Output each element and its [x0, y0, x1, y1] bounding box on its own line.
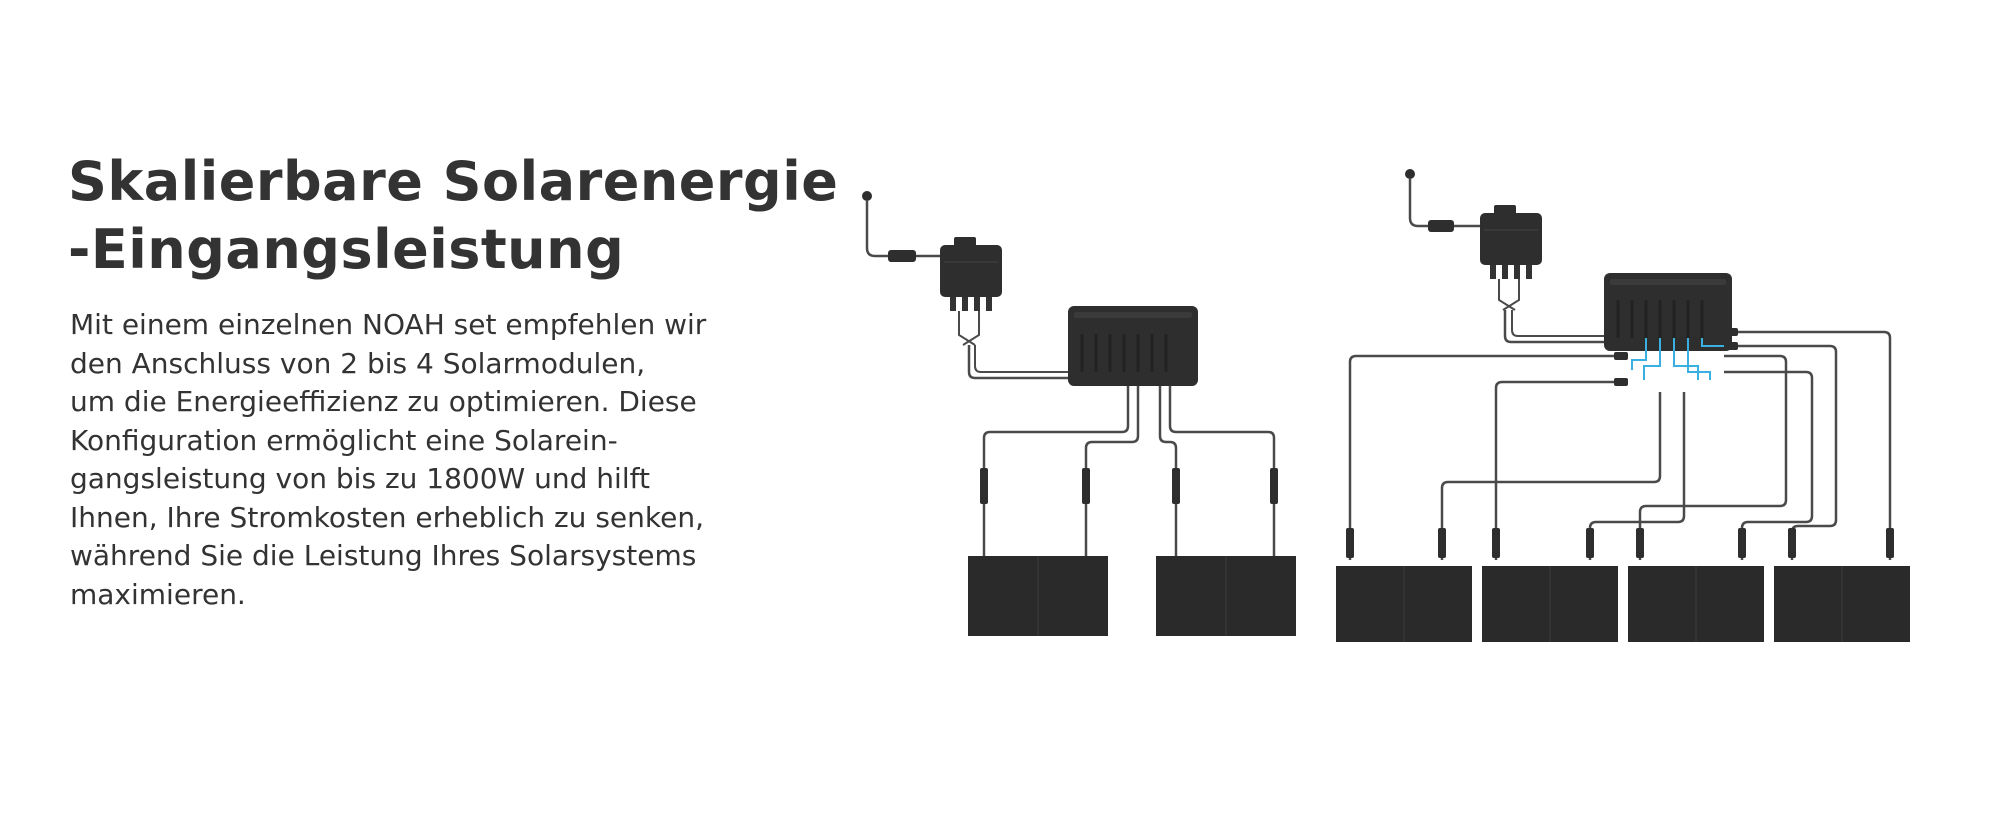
right-panel-connectors [1346, 328, 1894, 558]
body-line-2: den Anschluss von 2 bis 4 Solarmodulen, [70, 346, 646, 380]
left-setup [862, 191, 1296, 636]
headline-line-1: Skalierbare Solarenergie [68, 150, 839, 213]
body-line-5: gangsleistung von bis zu 1800W und hilft [70, 462, 650, 495]
body-line-7: während Sie die Leistung Ihres Solarsyst… [70, 539, 697, 572]
left-microinverter-icon [940, 237, 1068, 380]
right-solar-panel-4 [1774, 566, 1910, 642]
right-solar-panel-1 [1336, 566, 1472, 642]
body-line-3: um die Energieeffizienz zu optimieren. D… [70, 385, 697, 418]
right-microinverter-icon [1480, 205, 1604, 344]
right-solar-panel-2 [1482, 566, 1618, 642]
right-setup [1336, 169, 1910, 642]
right-battery-unit-icon [1604, 273, 1732, 351]
right-grid-plug-icon [1405, 169, 1480, 232]
headline: Skalierbare Solarenergie -Eingangsleistu… [68, 148, 848, 284]
text-block: Skalierbare Solarenergie -Eingangsleistu… [68, 148, 848, 614]
left-solar-panel-1 [968, 556, 1108, 636]
right-branch-cables-highlighted [1631, 338, 1724, 380]
left-grid-plug-icon [862, 191, 940, 262]
body-line-4: Konfiguration ermöglicht eine Solarein- [70, 423, 618, 457]
left-panel-cables [982, 386, 1276, 560]
body-line-8: maximieren. [70, 577, 246, 611]
right-solar-panel-3 [1628, 566, 1764, 642]
body-paragraph: Mit einem einzelnen NOAH set empfehlen w… [70, 306, 848, 614]
left-panel-connectors [980, 468, 1278, 504]
headline-line-2: -Eingangsleistung [68, 218, 625, 281]
left-solar-panel-2 [1156, 556, 1296, 636]
body-line-6: Ihnen, Ihre Stromkosten erheblich zu sen… [70, 500, 704, 534]
body-line-1: Mit einem einzelnen NOAH set empfehlen w… [70, 308, 707, 341]
right-panel-cables [1348, 330, 1892, 560]
left-battery-unit-icon [1068, 306, 1198, 386]
